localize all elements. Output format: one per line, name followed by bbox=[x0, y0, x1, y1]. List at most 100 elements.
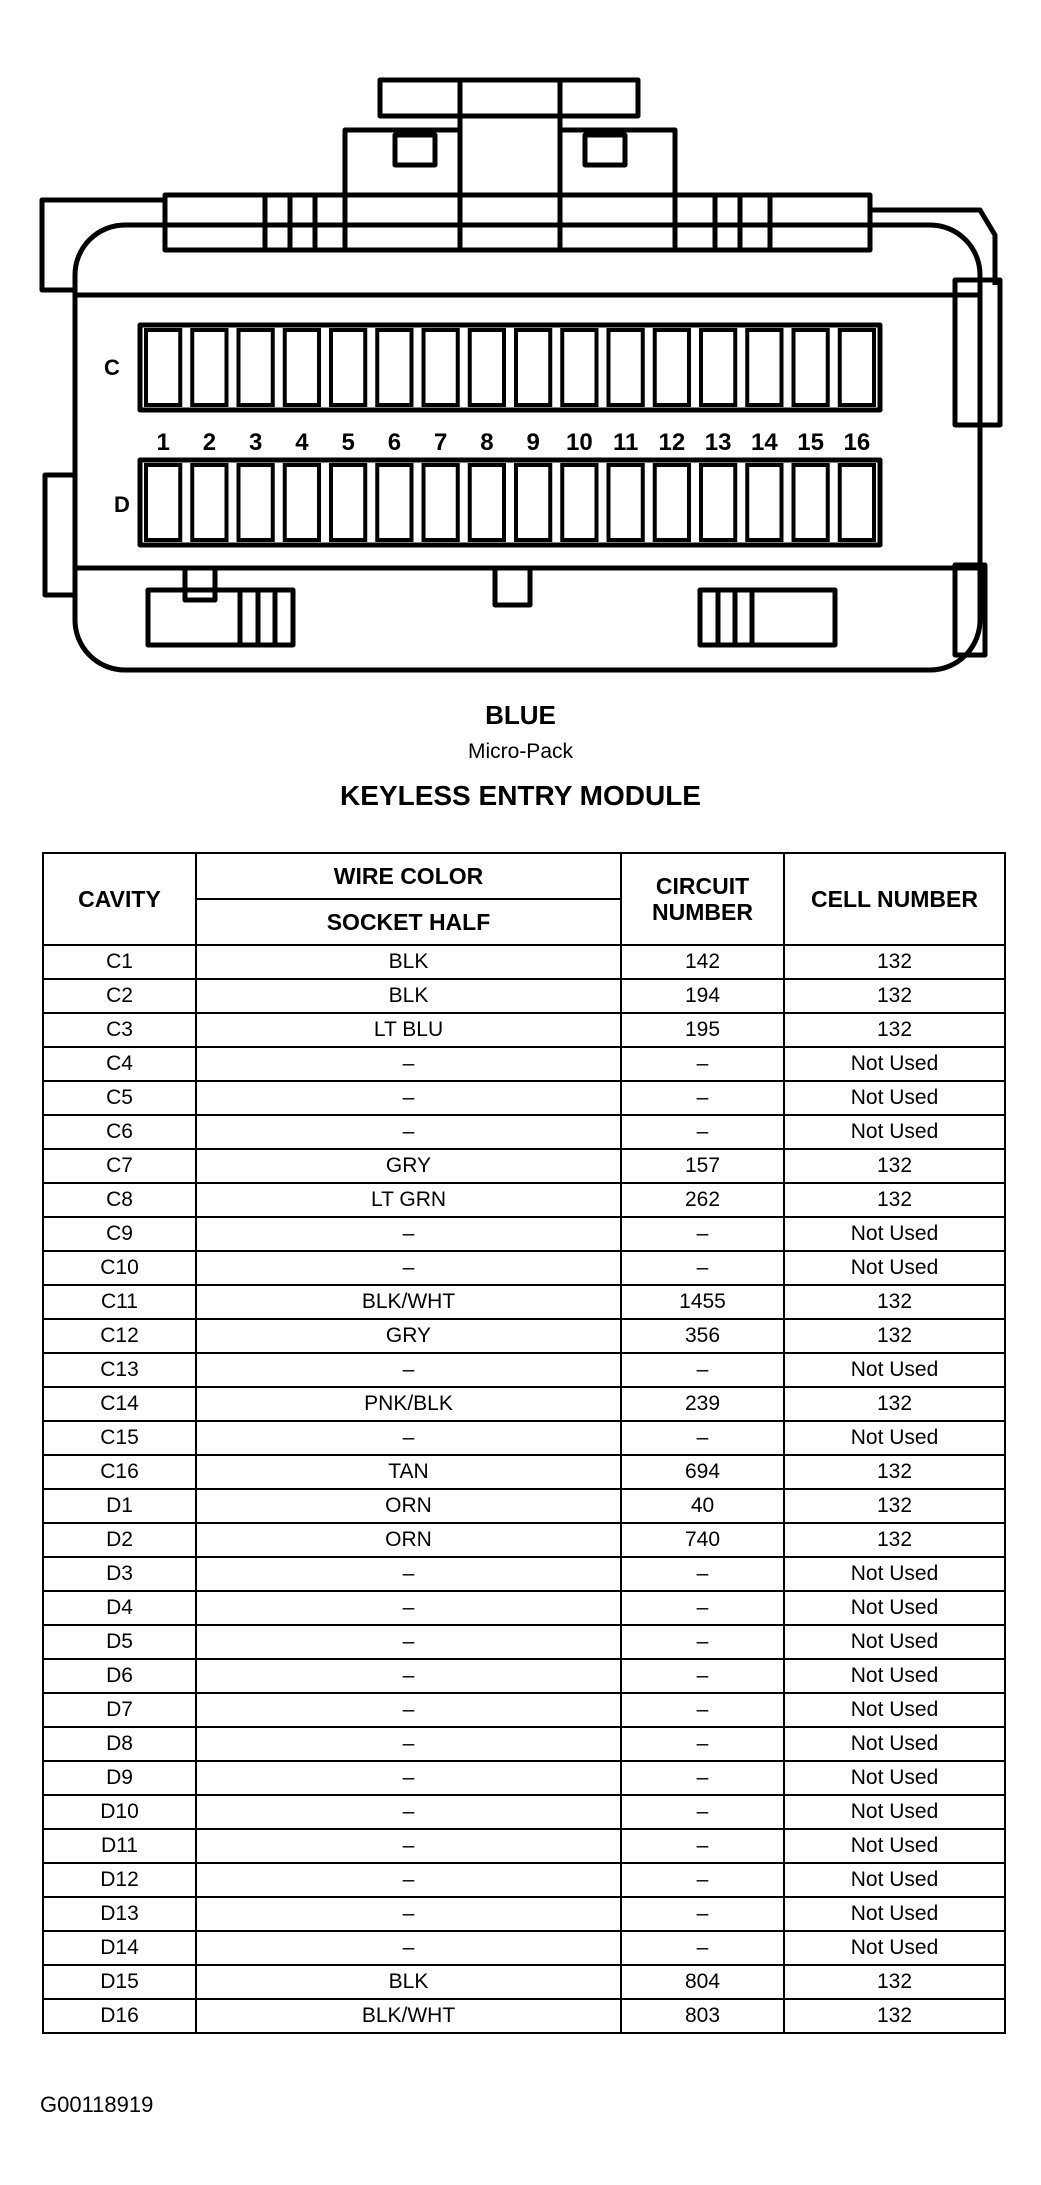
table-row: D6––Not Used bbox=[42, 1658, 1006, 1694]
right-latch-tab bbox=[582, 132, 628, 168]
cell-number-cell: Not Used bbox=[783, 1590, 1006, 1626]
connector-color: BLUE bbox=[485, 700, 556, 730]
wire-color-cell: – bbox=[195, 1420, 622, 1456]
header-wire-color: WIRE COLOR bbox=[195, 852, 622, 900]
circuit-number-cell: – bbox=[620, 1862, 785, 1898]
header-socket-half: SOCKET HALF bbox=[195, 898, 622, 946]
wire-color-cell: – bbox=[195, 1046, 622, 1082]
circuit-number-cell: 1455 bbox=[620, 1284, 785, 1320]
cell-number-cell: 132 bbox=[783, 978, 1006, 1014]
row-c-pin-3 bbox=[236, 328, 275, 407]
row-c-pin-7 bbox=[421, 328, 460, 407]
row-label-d: D bbox=[114, 492, 130, 517]
table-row: D10––Not Used bbox=[42, 1794, 1006, 1830]
cell-number-cell: Not Used bbox=[783, 1216, 1006, 1252]
top-latch bbox=[377, 77, 641, 119]
pin-number-3: 3 bbox=[249, 429, 262, 456]
row-d-pin-2 bbox=[190, 463, 229, 542]
right-lower-tab bbox=[952, 562, 988, 658]
cell-number-cell: 132 bbox=[783, 1964, 1006, 2000]
circuit-number-cell: – bbox=[620, 1658, 785, 1694]
left-lower-tab bbox=[42, 472, 78, 598]
wire-color-cell: – bbox=[195, 1114, 622, 1150]
table-row: D14––Not Used bbox=[42, 1930, 1006, 1966]
cavity-cell: D15 bbox=[42, 1964, 197, 2000]
cell-number-cell: 132 bbox=[783, 1998, 1006, 2034]
cell-number-cell: Not Used bbox=[783, 1726, 1006, 1762]
row-c-pin-10 bbox=[560, 328, 599, 407]
cavity-cell: D14 bbox=[42, 1930, 197, 1966]
circuit-number-cell: – bbox=[620, 1692, 785, 1728]
circuit-number-cell: – bbox=[620, 1760, 785, 1796]
wire-color-cell: BLK bbox=[195, 1964, 622, 2000]
row-d-pin-6 bbox=[375, 463, 414, 542]
left-arm bbox=[39, 197, 165, 293]
row-d-pin-10 bbox=[560, 463, 599, 542]
row-c-pin-11 bbox=[606, 328, 645, 407]
pin-number-1: 1 bbox=[156, 429, 169, 456]
wire-color-cell: – bbox=[195, 1930, 622, 1966]
cell-number-cell: Not Used bbox=[783, 1658, 1006, 1694]
row-c-housing bbox=[137, 322, 883, 413]
cell-number-cell: Not Used bbox=[783, 1420, 1006, 1456]
wire-color-cell: – bbox=[195, 1828, 622, 1864]
left-latch-tab bbox=[392, 132, 438, 168]
cell-number-cell: Not Used bbox=[783, 1828, 1006, 1864]
row-d-pin-15 bbox=[791, 463, 830, 542]
cell-number-cell: Not Used bbox=[783, 1250, 1006, 1286]
pinout-table: CAVITY WIRE COLOR CIRCUIT NUMBER CELL NU… bbox=[42, 852, 1006, 2034]
circuit-number-cell: – bbox=[620, 1930, 785, 1966]
cavity-cell: C1 bbox=[42, 944, 197, 980]
wire-color-cell: – bbox=[195, 1658, 622, 1694]
circuit-number-cell: – bbox=[620, 1216, 785, 1252]
cavity-cell: D1 bbox=[42, 1488, 197, 1524]
cavity-cell: C15 bbox=[42, 1420, 197, 1456]
pin-number-14: 14 bbox=[751, 429, 778, 456]
cavity-cell: D9 bbox=[42, 1760, 197, 1796]
cell-number-cell: Not Used bbox=[783, 1862, 1006, 1898]
table-row: D3––Not Used bbox=[42, 1556, 1006, 1592]
row-d-pin-3 bbox=[236, 463, 275, 542]
wire-color-cell: – bbox=[195, 1692, 622, 1728]
circuit-number-cell: – bbox=[620, 1250, 785, 1286]
row-d-pin-11 bbox=[606, 463, 645, 542]
circuit-number-cell: 356 bbox=[620, 1318, 785, 1354]
cell-number-cell: 132 bbox=[783, 1182, 1006, 1218]
circuit-number-cell: 194 bbox=[620, 978, 785, 1014]
cell-number-cell: Not Used bbox=[783, 1760, 1006, 1796]
cavity-cell: C6 bbox=[42, 1114, 197, 1150]
cell-number-cell: 132 bbox=[783, 1284, 1006, 1320]
row-c-pin-13 bbox=[699, 328, 738, 407]
connector-type: Micro-Pack bbox=[467, 740, 573, 763]
circuit-number-cell: 803 bbox=[620, 1998, 785, 2034]
pin-number-11: 11 bbox=[613, 429, 638, 456]
row-c-pin-5 bbox=[329, 328, 368, 407]
wire-color-cell: – bbox=[195, 1726, 622, 1762]
row-d-pin-9 bbox=[514, 463, 553, 542]
table-row: C4––Not Used bbox=[42, 1046, 1006, 1082]
wire-color-cell: BLK/WHT bbox=[195, 1284, 622, 1320]
row-d-pin-13 bbox=[699, 463, 738, 542]
row-c-pin-16 bbox=[837, 328, 876, 407]
cell-number-cell: Not Used bbox=[783, 1794, 1006, 1830]
circuit-number-cell: 262 bbox=[620, 1182, 785, 1218]
cell-number-cell: Not Used bbox=[783, 1930, 1006, 1966]
pin-number-5: 5 bbox=[341, 429, 354, 456]
figure-id: G00118919 bbox=[40, 2092, 154, 2117]
cavity-cell: D13 bbox=[42, 1896, 197, 1932]
cavity-cell: C10 bbox=[42, 1250, 197, 1286]
row-label-c: C bbox=[104, 355, 120, 380]
wire-color-cell: – bbox=[195, 1216, 622, 1252]
table-row: C13––Not Used bbox=[42, 1352, 1006, 1388]
cavity-cell: C13 bbox=[42, 1352, 197, 1388]
header-circuit-number: CIRCUIT NUMBER bbox=[620, 852, 785, 946]
cavity-cell: C16 bbox=[42, 1454, 197, 1490]
left-latch-block bbox=[342, 127, 463, 253]
cell-number-cell: 132 bbox=[783, 1488, 1006, 1524]
row-c-pin-4 bbox=[282, 328, 321, 407]
